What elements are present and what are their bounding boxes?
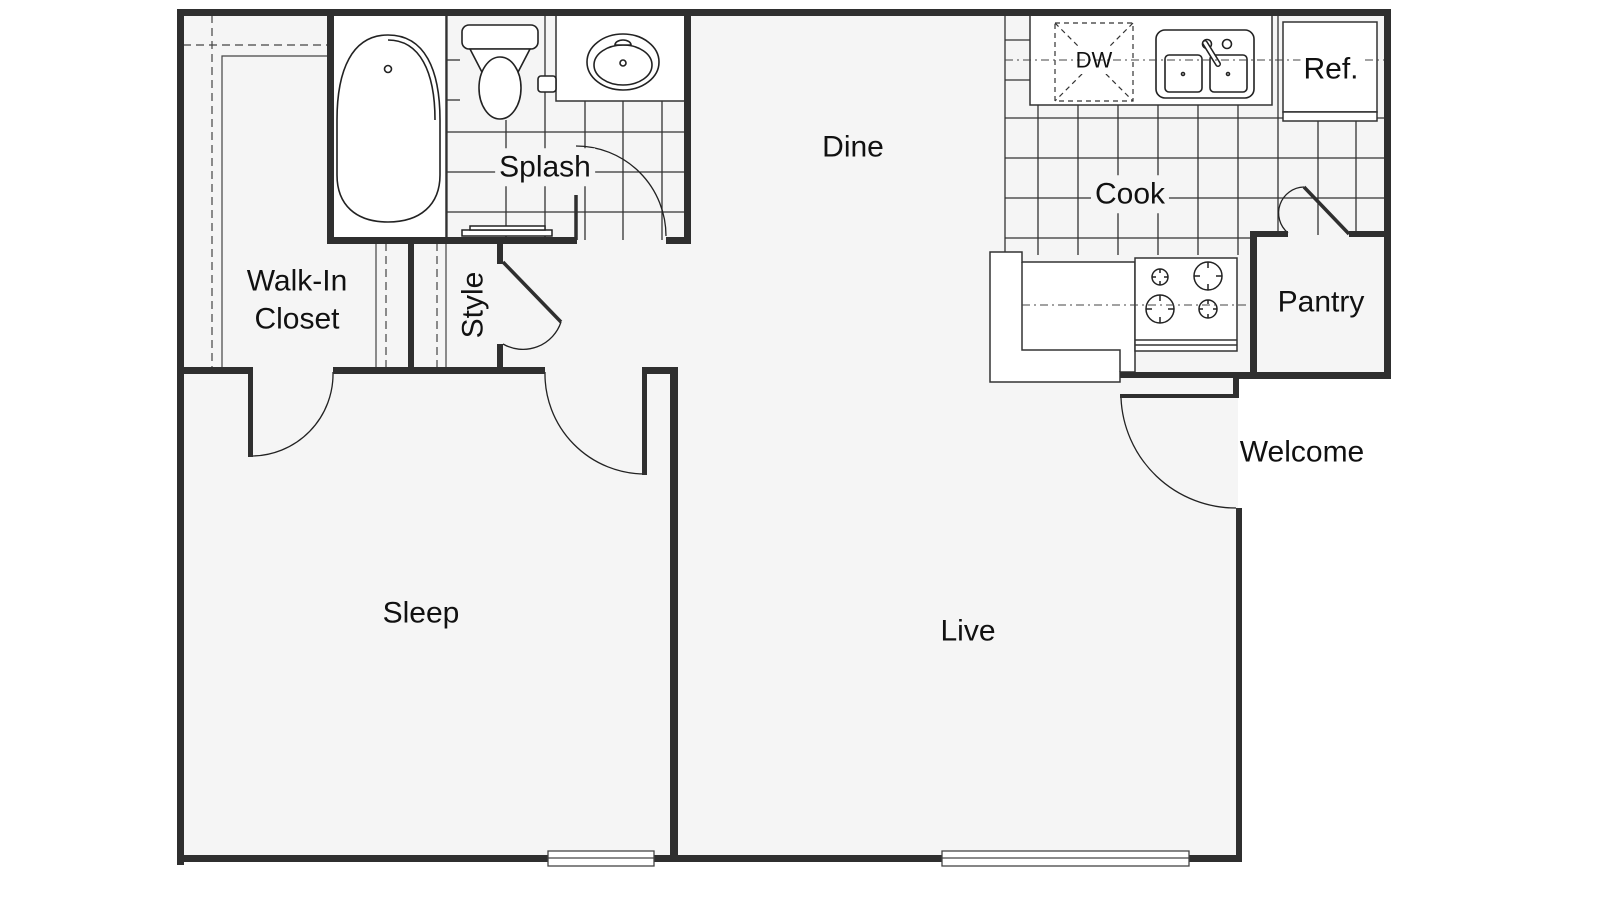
room-label-cook: Cook bbox=[1090, 175, 1170, 213]
room-label-welcome: Welcome bbox=[1239, 435, 1365, 469]
door-leaves bbox=[501, 185, 1351, 324]
room-label-style: Style bbox=[456, 271, 490, 339]
towel-bar bbox=[461, 225, 553, 237]
door-swings bbox=[250, 145, 1305, 509]
lower-counter bbox=[989, 251, 1136, 383]
closet-shelves bbox=[183, 15, 447, 368]
kitchen-tile-grid bbox=[1004, 15, 1385, 255]
room-label-splash: Splash bbox=[495, 148, 595, 186]
bathtub-icon bbox=[336, 34, 441, 223]
centerlines bbox=[1005, 59, 1385, 306]
walk-in-closet-line2: Closet bbox=[254, 302, 340, 335]
walk-in-closet-line1: Walk-In bbox=[246, 264, 348, 298]
bathroom-sink-icon bbox=[586, 33, 660, 91]
stove-burners-icon bbox=[1145, 261, 1223, 324]
walls bbox=[177, 9, 1391, 865]
refrigerator-label: Ref. bbox=[1300, 50, 1362, 88]
dishwasher-label: DW bbox=[1075, 47, 1113, 73]
room-label-dine: Dine bbox=[822, 130, 884, 164]
room-label-live: Live bbox=[940, 614, 996, 648]
bathroom-tile-grid bbox=[446, 15, 685, 240]
toilet-icon bbox=[461, 24, 557, 120]
room-label-pantry: Pantry bbox=[1277, 285, 1365, 319]
room-label-walk-in-closet: Walk-In Closet bbox=[247, 263, 348, 338]
windows bbox=[547, 850, 1190, 867]
room-label-sleep: Sleep bbox=[382, 596, 460, 630]
kitchen-sink-icon bbox=[1155, 29, 1255, 99]
